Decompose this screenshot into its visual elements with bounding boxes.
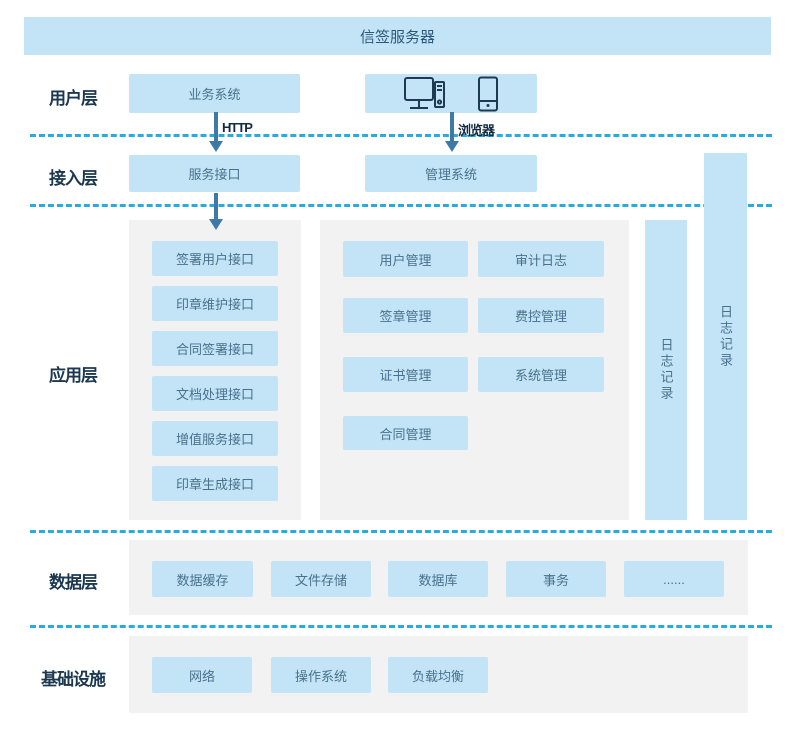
data-box: 文件存储 (271, 561, 371, 597)
infra-box: 网络 (152, 657, 252, 693)
interface-box: 印章生成接口 (152, 466, 278, 501)
module-box: 系统管理 (478, 357, 604, 392)
log-record-bar-inner: 日志记录 (645, 220, 687, 520)
browser-label: 浏览器 (458, 123, 495, 138)
module-box: 证书管理 (343, 357, 468, 392)
service-interface-label: 服务接口 (188, 167, 241, 182)
module-box: 签章管理 (343, 298, 468, 333)
business-system-box: 业务系统 (129, 74, 300, 113)
separator-line-2 (30, 204, 772, 207)
data-box: 数据缓存 (152, 561, 253, 597)
infra-box: 负载均衡 (388, 657, 488, 693)
module-box: 用户管理 (343, 241, 468, 277)
business-system-label: 业务系统 (188, 87, 241, 102)
interface-box: 增值服务接口 (152, 421, 278, 456)
client-devices-box (365, 74, 537, 113)
layer-label-infra: 基础设施 (41, 670, 106, 689)
layer-label-user: 用户层 (49, 89, 98, 108)
arrow-http-stem (214, 112, 218, 142)
infra-box: 操作系统 (271, 657, 371, 693)
arrow-app-stem (214, 193, 218, 219)
data-box: 事务 (506, 561, 606, 597)
layer-label-access: 接入层 (49, 169, 98, 188)
http-protocol-label: HTTP (222, 120, 253, 135)
layer-label-app: 应用层 (49, 366, 98, 385)
arrow-browser-stem (450, 112, 454, 142)
arrow-browser-head (445, 141, 459, 152)
interface-box: 印章维护接口 (152, 286, 278, 321)
management-system-box: 管理系统 (365, 155, 537, 192)
arrow-http-head (209, 141, 223, 152)
desktop-computer-icon (403, 76, 447, 112)
arrow-app-head (209, 219, 223, 230)
data-box: ...... (624, 561, 724, 597)
module-box: 费控管理 (478, 298, 604, 333)
data-box: 数据库 (388, 561, 488, 597)
mobile-phone-icon (477, 76, 499, 112)
module-box: 审计日志 (478, 241, 604, 277)
diagram-title: 信签服务器 (359, 28, 435, 46)
service-interface-box: 服务接口 (129, 155, 300, 192)
interface-box: 文档处理接口 (152, 376, 278, 411)
separator-line-3 (30, 530, 772, 533)
interface-box: 签署用户接口 (152, 241, 278, 276)
layer-label-data: 数据层 (49, 573, 98, 592)
separator-line-4 (30, 625, 772, 628)
management-system-label: 管理系统 (424, 167, 477, 182)
interface-box: 合同签署接口 (152, 331, 278, 366)
log-record-bar-outer: 日志记录 (704, 153, 747, 520)
separator-line-1 (30, 134, 772, 137)
module-box: 合同管理 (343, 416, 468, 450)
diagram-title-bar: 信签服务器 (24, 17, 771, 55)
